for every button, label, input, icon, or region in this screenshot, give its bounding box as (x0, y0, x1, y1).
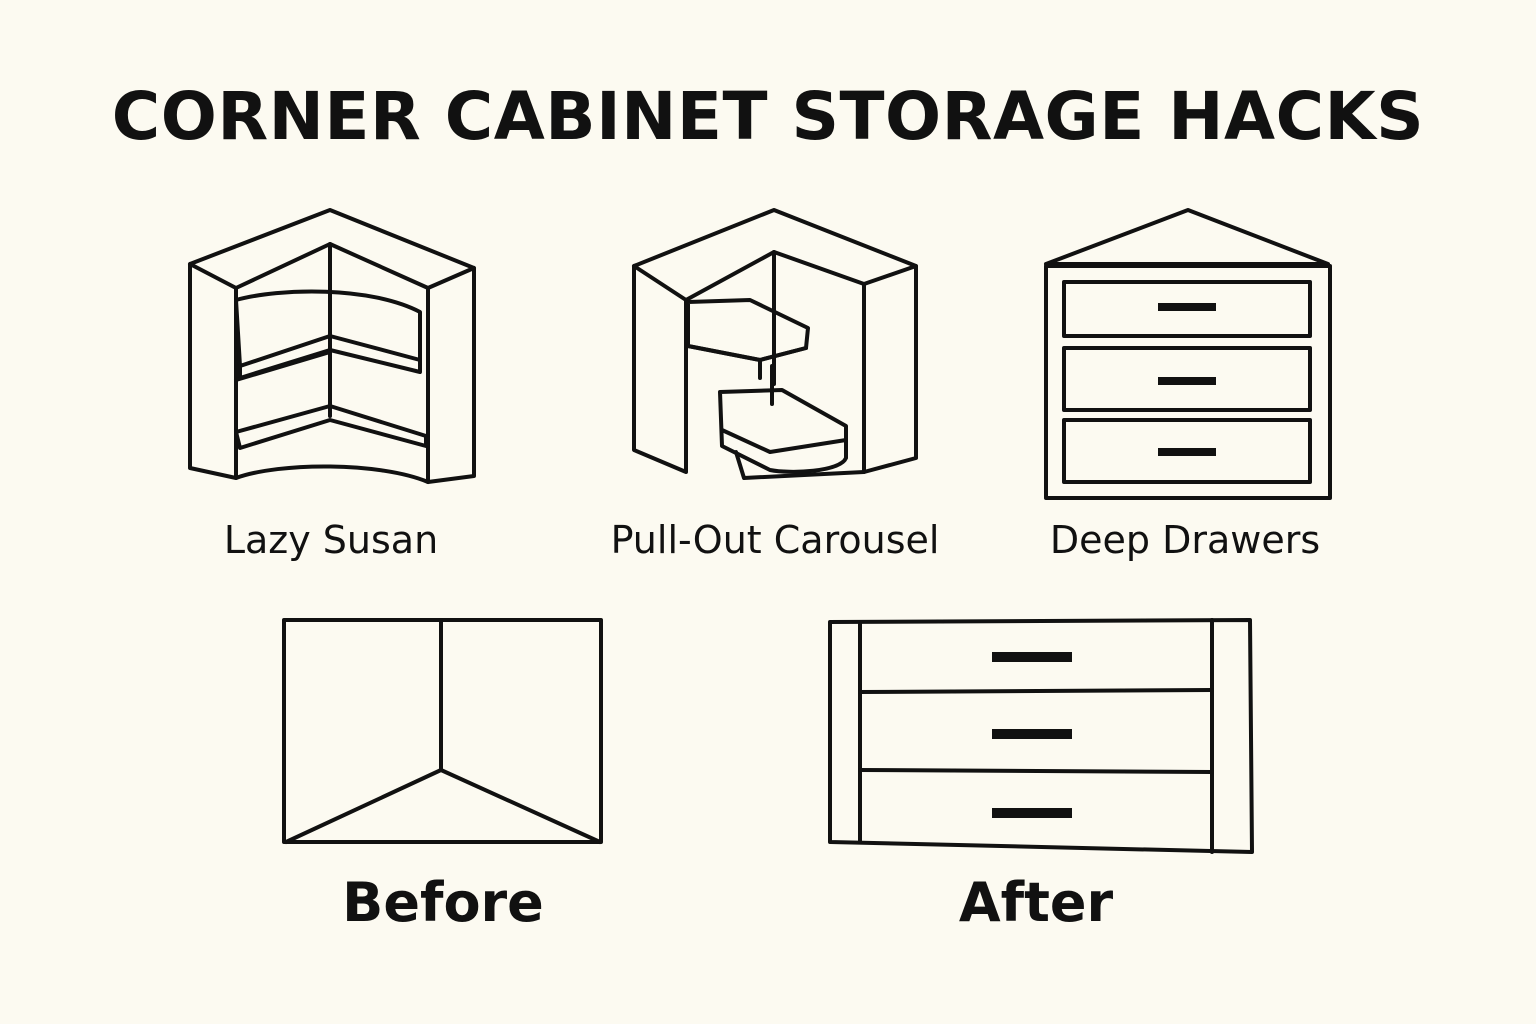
page-title: CORNER CABINET STORAGE HACKS (111, 78, 1425, 155)
pull-out-carousel-label: Pull-Out Carousel (610, 518, 940, 562)
lazy-susan-cabinet-icon (188, 208, 476, 484)
pull-out-carousel-cabinet-icon (632, 208, 918, 480)
lazy-susan-label: Lazy Susan (223, 518, 439, 562)
before-label: Before (342, 871, 544, 934)
deep-drawers-cabinet-icon (1044, 208, 1332, 500)
deep-drawers-label: Deep Drawers (1049, 518, 1321, 562)
empty-corner-cabinet-icon (282, 618, 603, 844)
after-label: After (958, 871, 1114, 934)
drawer-cabinet-icon (828, 618, 1254, 854)
